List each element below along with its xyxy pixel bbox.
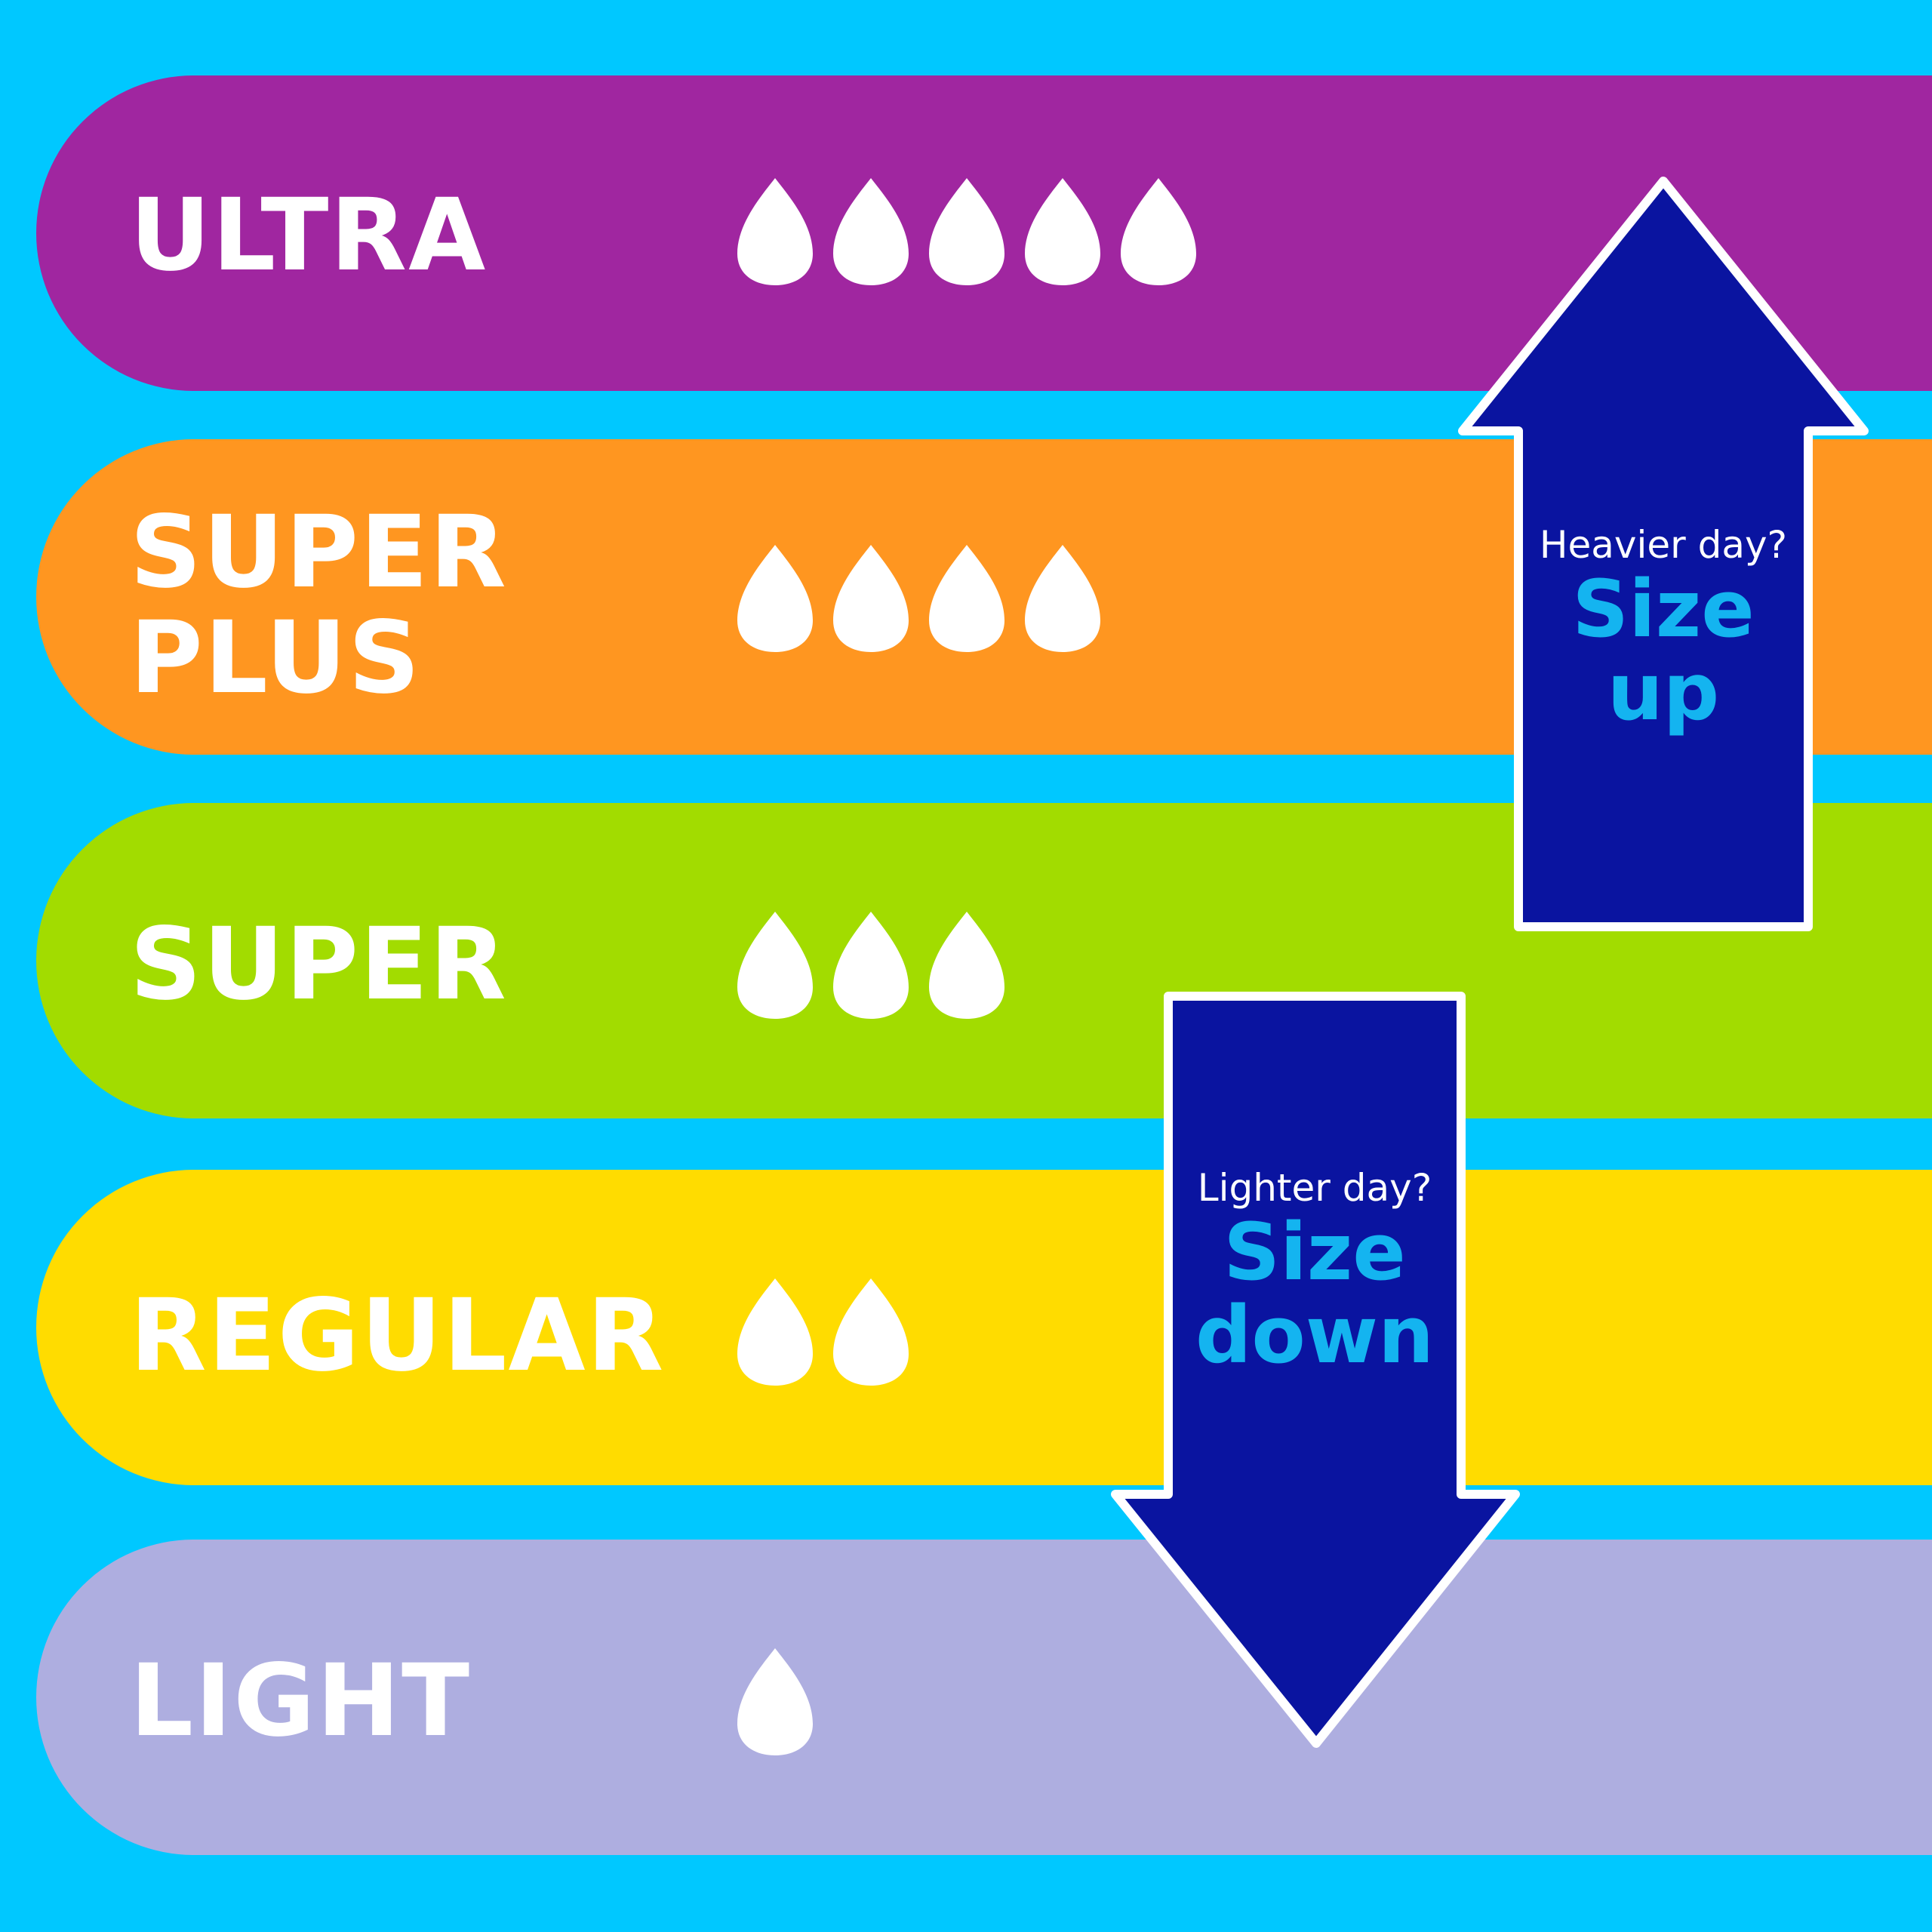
level-label-ultra: ULTRA	[130, 177, 488, 294]
drop-icon	[833, 545, 909, 652]
level-label-light: LIGHT	[130, 1643, 472, 1759]
drop-row-regular	[735, 1277, 911, 1387]
size-down-line1: Size	[1223, 1206, 1406, 1298]
size-up-line2: up	[1607, 646, 1720, 738]
band-regular	[36, 1170, 1932, 1485]
drop-icon	[833, 178, 909, 285]
drop-icon	[833, 1278, 909, 1386]
drop-row-ultra	[735, 177, 1198, 287]
size-up-line1: Size	[1572, 563, 1755, 655]
heavier-day-question: Heavier day?	[1539, 523, 1788, 567]
drop-icon	[737, 178, 813, 285]
drop-icon	[929, 545, 1004, 652]
lighter-day-question: Lighter day?	[1197, 1166, 1432, 1210]
size-up-arrow	[1458, 177, 1869, 931]
drop-icon	[1025, 178, 1100, 285]
drop-icon	[737, 912, 813, 1019]
drop-icon	[929, 912, 1004, 1019]
size-down-arrow	[1111, 992, 1520, 1748]
drop-row-light	[735, 1647, 815, 1757]
drop-row-super-plus	[735, 543, 1103, 654]
band-light	[36, 1540, 1932, 1855]
drop-icon	[737, 1278, 813, 1386]
drop-icon	[929, 178, 1004, 285]
size-up-text: Heavier day? Size up	[1518, 522, 1808, 734]
level-label-regular: REGULAR	[130, 1278, 666, 1394]
size-down-text: Lighter day? Size down	[1168, 1165, 1461, 1377]
size-down-line2: down	[1195, 1289, 1434, 1381]
drop-row-super	[735, 910, 1007, 1020]
level-label-super-plus: SUPER PLUS	[130, 494, 508, 716]
drop-icon	[833, 912, 909, 1019]
drop-icon	[1121, 178, 1196, 285]
level-label-super: SUPER	[130, 906, 508, 1023]
drop-icon	[737, 545, 813, 652]
drop-icon	[737, 1648, 813, 1755]
drop-icon	[1025, 545, 1100, 652]
